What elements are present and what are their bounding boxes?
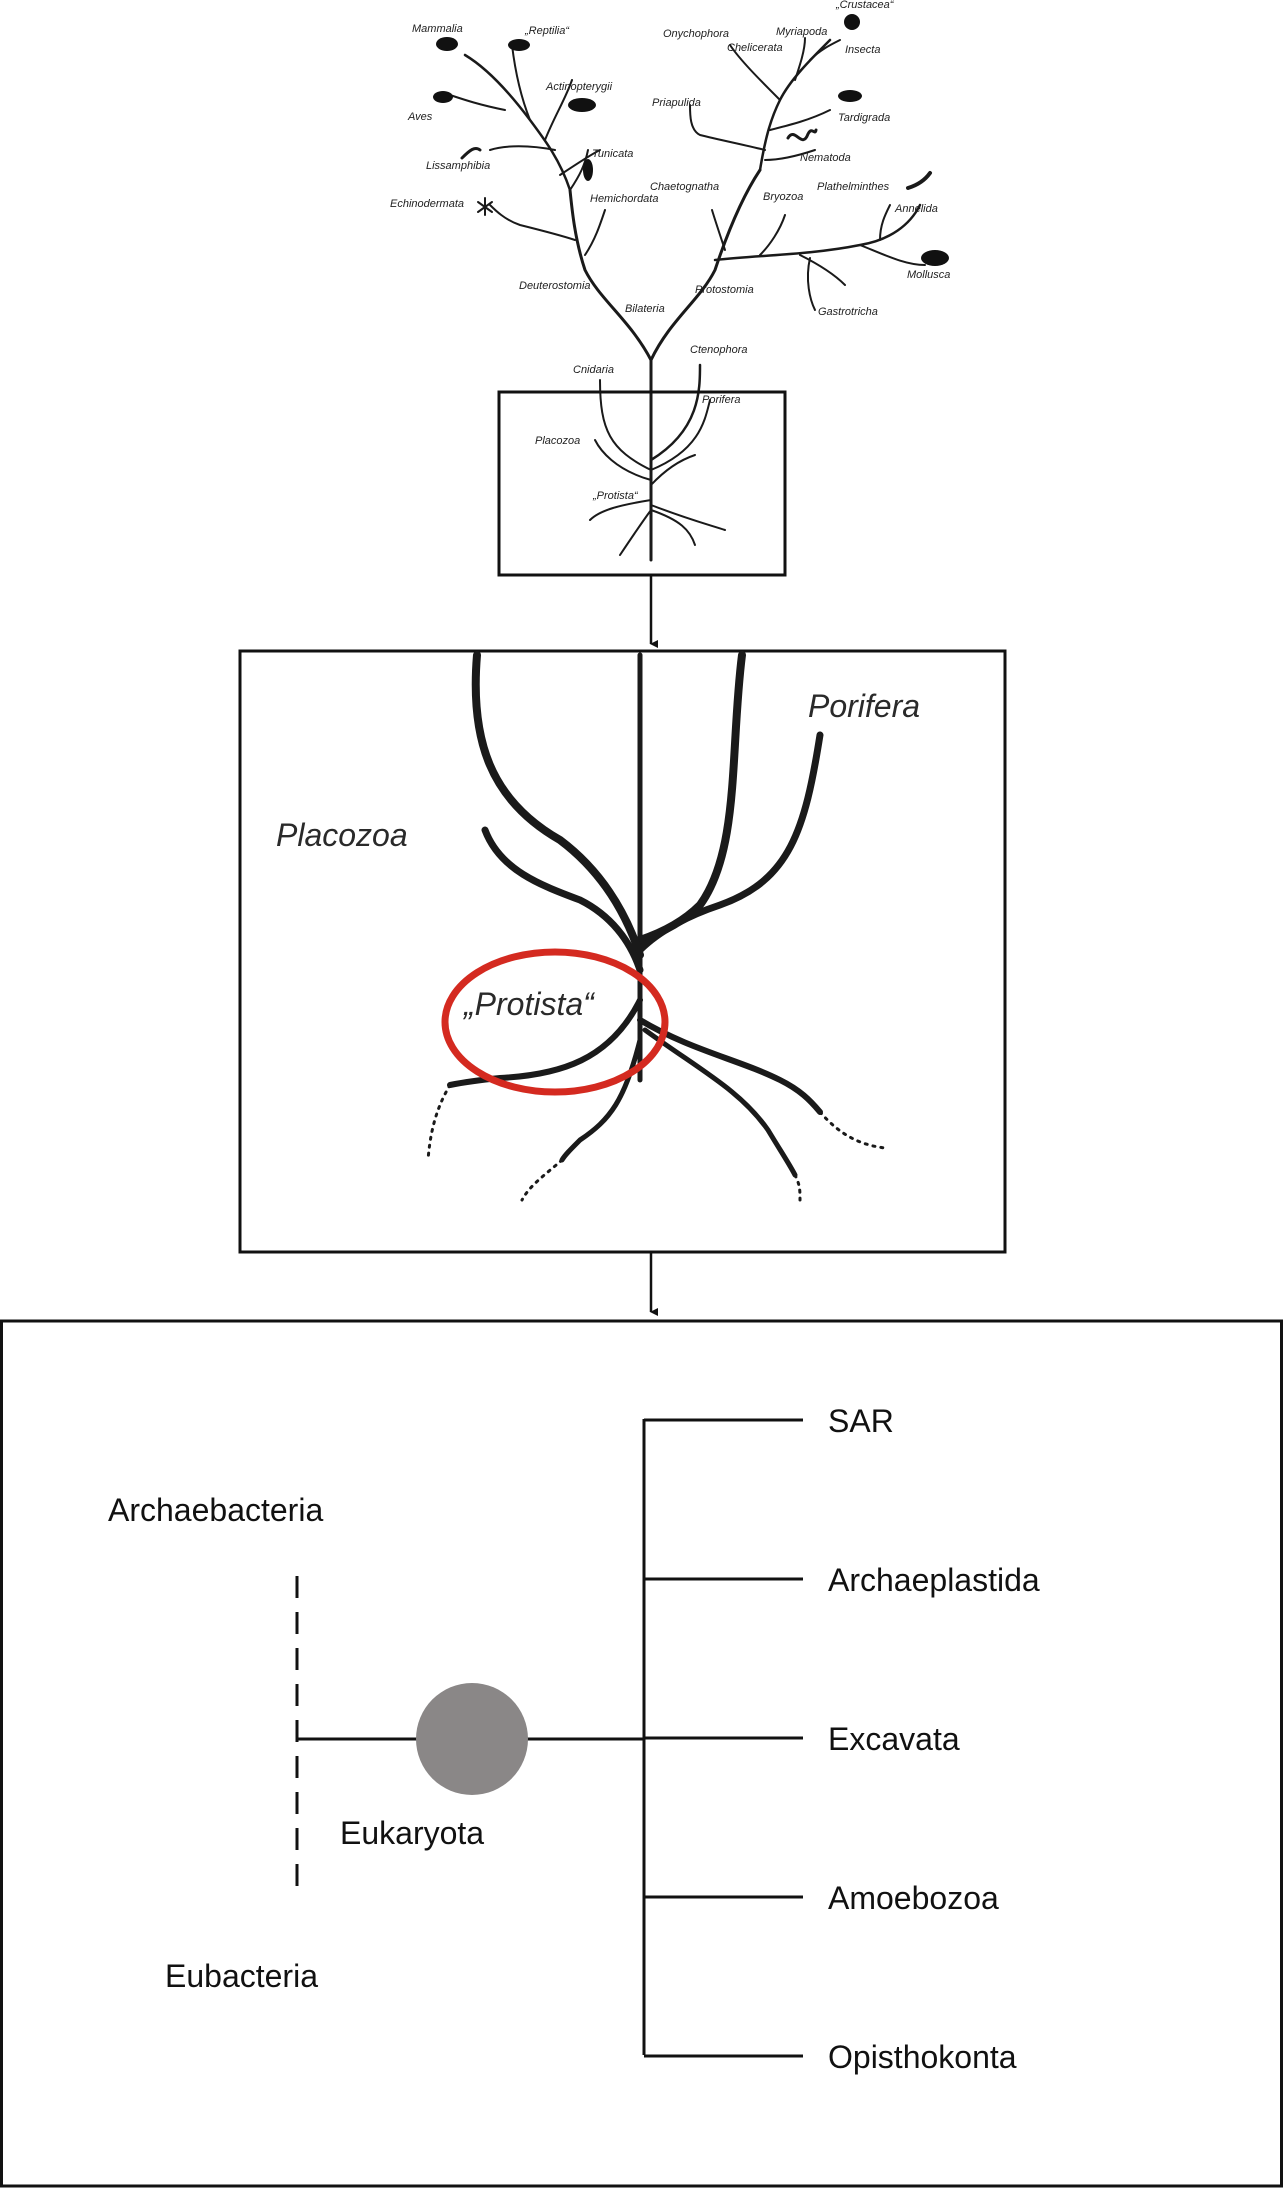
label-hemichordata: Hemichordata	[590, 193, 658, 205]
label-archaebacteria: Archaebacteria	[108, 1492, 323, 1528]
label-cnidaria: Cnidaria	[573, 364, 614, 376]
snail-icon	[921, 250, 949, 266]
label-chaetognatha: Chaetognatha	[650, 181, 719, 193]
salamander-icon	[460, 146, 482, 160]
label-onychophora: Onychophora	[663, 28, 729, 40]
clade-label-opisthokonta: Opisthokonta	[828, 2039, 1017, 2075]
label-protostomia: Protostomia	[695, 284, 754, 296]
label-actinopterygii: Actinopterygii	[545, 81, 613, 93]
clade-label-archaeplastida: Archaeplastida	[828, 1562, 1040, 1598]
label-protista-small: „Protista“	[592, 490, 639, 502]
reptile-icon	[508, 39, 530, 51]
label-lissamphibia: Lissamphibia	[426, 160, 490, 172]
branch-protostomia	[649, 168, 762, 362]
starfish-icon	[477, 197, 493, 216]
tunicate-icon	[583, 159, 593, 181]
label-crustacea: „Crustacea“	[835, 0, 895, 11]
label-bryozoa: Bryozoa	[763, 191, 803, 203]
label-tunicata: Tunicata	[592, 148, 633, 160]
label-mammalia: Mammalia	[412, 23, 463, 35]
animal-silhouettes	[433, 14, 949, 266]
clade-label-amoebozoa: Amoebozoa	[828, 1880, 999, 1916]
tardigrade-icon	[838, 90, 862, 102]
label-bilateria: Bilateria	[625, 303, 665, 315]
annelid-icon	[906, 171, 932, 190]
label-placozoa: Placozoa	[276, 817, 408, 853]
label-gastrotricha: Gastrotricha	[818, 306, 878, 318]
label-eukaryota: Eukaryota	[340, 1815, 484, 1851]
label-tardigrada: Tardigrada	[838, 112, 890, 124]
label-chelicerata: Chelicerata	[727, 42, 783, 54]
fish-icon	[568, 98, 596, 112]
eukaryote-panel: Archaebacteria Eubacteria Eukaryota SAR A…	[0, 1319, 1283, 2188]
clade-label-sar: SAR	[828, 1403, 894, 1439]
label-porifera-small: Porifera	[702, 394, 741, 406]
clade-list: SAR ArchaeplastidaExcavataAmoebozoaOpisth…	[644, 1403, 1040, 2075]
bird-icon	[433, 91, 453, 103]
label-protista: „Protista“	[462, 986, 596, 1022]
eukaryote-frame	[0, 1319, 1283, 2188]
label-nematoda: Nematoda	[800, 152, 851, 164]
label-plathelminthes: Plathelminthes	[817, 181, 890, 193]
mammal-icon	[436, 37, 458, 51]
magnified-panel: Porifera Placozoa „Protista“	[238, 649, 1007, 1254]
label-porifera: Porifera	[808, 688, 920, 724]
label-annelida: Annelida	[894, 203, 938, 215]
clade-label-excavata: Excavata	[828, 1721, 960, 1757]
branch-deuterostomia	[568, 188, 653, 362]
magnified-frame	[238, 649, 1007, 1254]
label-reptilia: „Reptilia“	[524, 25, 570, 37]
label-placozoa-small: Placozoa	[535, 435, 580, 447]
label-myriapoda: Myriapoda	[776, 26, 827, 38]
label-echinodermata: Echinodermata	[390, 198, 464, 210]
label-insecta: Insecta	[845, 44, 880, 56]
eukaryote-node	[416, 1683, 528, 1795]
label-aves: Aves	[407, 111, 433, 123]
crab-icon	[844, 14, 860, 30]
label-ctenophora: Ctenophora	[690, 344, 748, 356]
nematode-icon	[786, 128, 818, 142]
animal-tree: Mammalia „Reptilia“ Actinopterygii Aves …	[390, 0, 950, 577]
protista-highlight-ring	[441, 948, 669, 1096]
zoom-box	[497, 390, 787, 577]
label-priapulida: Priapulida	[652, 97, 701, 109]
label-mollusca: Mollusca	[907, 269, 950, 281]
label-deuterostomia: Deuterostomia	[519, 280, 591, 292]
label-eubacteria: Eubacteria	[165, 1958, 318, 1994]
